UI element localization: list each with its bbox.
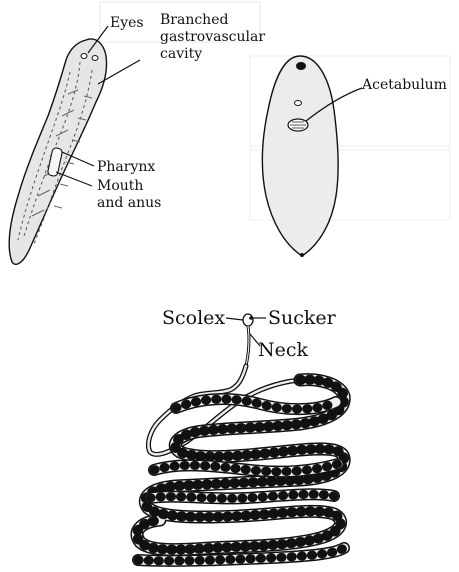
sucker-label: Sucker (268, 307, 337, 329)
planaria-illustration: Eyes Branched gastrovascular cavity Phar… (9, 12, 265, 264)
acetabulum-label: Acetabulum (361, 77, 447, 93)
planaria-eye-left (81, 54, 87, 59)
mouth-label-line2: and anus (97, 195, 161, 211)
tapeworm-illustration: Scolex Sucker Neck (137, 307, 344, 561)
sucker (249, 316, 253, 320)
scolex-leader-line (226, 318, 243, 320)
neck-label: Neck (258, 339, 309, 361)
oral-sucker (296, 62, 306, 70)
proglottid-coils (137, 380, 344, 561)
gastro-label-line2: gastrovascular (160, 29, 265, 45)
pharynx-label: Pharynx (97, 159, 155, 175)
gastro-label-line1: Branched (160, 12, 228, 28)
mouth-label-line1: Mouth (97, 178, 143, 194)
fluke-body (262, 56, 338, 256)
planaria-eye-right (92, 56, 98, 61)
gastro-label-line3: cavity (160, 46, 202, 62)
fluke-illustration: Acetabulum (262, 56, 447, 257)
scolex (243, 314, 253, 326)
genital-pore (295, 101, 302, 106)
excretory-pore (300, 253, 304, 257)
eyes-label: Eyes (110, 15, 144, 31)
scolex-label: Scolex (162, 307, 225, 329)
